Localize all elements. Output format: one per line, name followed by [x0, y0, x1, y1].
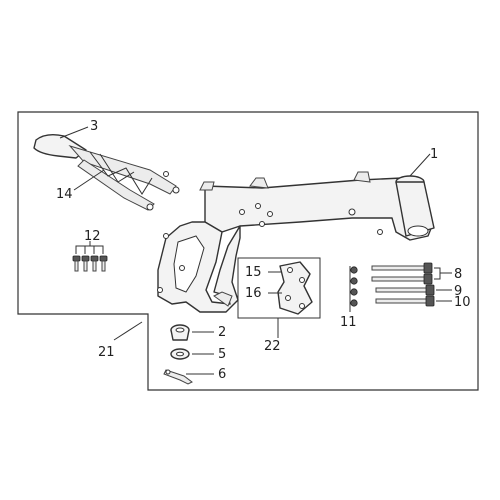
callout-6: 6	[218, 367, 226, 382]
long-bolts	[371, 262, 452, 307]
bolt-set-12	[72, 241, 108, 272]
callout-1: 1	[430, 147, 438, 162]
cotter-pin-6	[163, 369, 193, 385]
callout-22: 22	[264, 339, 281, 354]
callout-14: 14	[56, 187, 73, 202]
main-frame	[157, 171, 435, 313]
callout-16: 16	[245, 286, 262, 301]
callout-2: 2	[218, 325, 226, 340]
callout-10: 10	[454, 295, 471, 310]
washer-5	[170, 348, 190, 360]
rear-subframe	[33, 133, 180, 211]
callout-5: 5	[218, 347, 226, 362]
plate-assembly-22	[237, 257, 321, 319]
callout-3: 3	[90, 119, 98, 134]
callout-21: 21	[98, 345, 115, 360]
nut-set-11	[349, 266, 358, 312]
assembly-outline	[17, 111, 479, 391]
callout-11: 11	[340, 315, 357, 330]
callout-15: 15	[245, 265, 262, 280]
callout-8: 8	[454, 267, 462, 282]
callout-12: 12	[84, 229, 101, 244]
callout-9: 9	[454, 284, 462, 299]
bushing-2	[170, 324, 190, 341]
